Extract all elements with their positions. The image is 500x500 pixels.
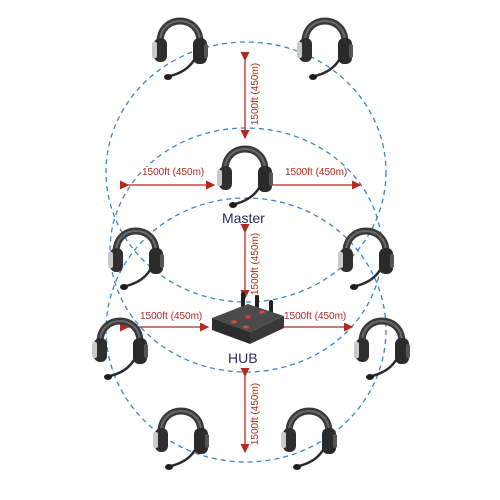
hub-device-icon	[212, 288, 284, 344]
hub-caption: HUB	[228, 350, 258, 366]
hub-left-distance-label: 1500ft (450m)	[140, 311, 203, 323]
headset-bottom-right-icon	[281, 411, 337, 470]
headset-lower-right-icon	[354, 321, 410, 380]
headset-top-left-icon	[152, 21, 208, 80]
headset-bottom-left-icon	[153, 411, 209, 470]
master-caption: Master	[222, 210, 265, 226]
master-right-distance-label: 1500ft (450m)	[285, 167, 348, 179]
top-vertical-distance-label: 1500ft (450m)	[250, 62, 263, 126]
bottom-vertical-distance-label: 1500ft (450m)	[250, 382, 263, 446]
distance-arrows	[120, 52, 362, 454]
headset-mid-right-icon	[338, 231, 394, 290]
hub-right-distance-label: 1500ft (450m)	[284, 311, 347, 323]
headset-lower-left-icon	[92, 321, 148, 380]
master-left-distance-label: 1500ft (450m)	[142, 167, 205, 179]
center-vertical-distance-label: 1500ft (450m)	[250, 232, 263, 296]
upper-link-circle	[105, 41, 387, 303]
headset-top-right-icon	[297, 21, 353, 80]
